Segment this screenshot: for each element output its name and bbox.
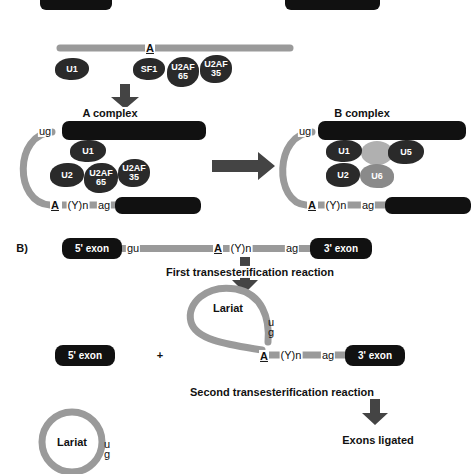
node-text: U2AF 35 — [200, 60, 232, 78]
figure-label: A — [145, 42, 155, 54]
figure-label: ag — [321, 349, 335, 361]
node-text: 5' exon — [74, 243, 110, 254]
node-text: U2AF 35 — [118, 164, 150, 182]
figure-label: Lariat — [56, 436, 88, 448]
snrnp-blob: U2AF 65 — [167, 57, 199, 87]
node-text: SF1 — [140, 65, 159, 74]
figure-label: B) — [15, 242, 29, 254]
figure-label: ag — [361, 199, 375, 211]
figure-label: ug — [298, 125, 312, 137]
snrnp-blob: U2 — [326, 163, 360, 187]
snrnp-blob: U2AF 35 — [118, 159, 150, 187]
node-text: 3' exon — [323, 243, 359, 254]
figure-label: ag — [285, 242, 299, 254]
intron-loop — [23, 132, 52, 205]
exon-box: 5' exon — [55, 345, 115, 366]
figure-label: A complex — [81, 107, 138, 119]
snrnp-blob: U1 — [70, 140, 106, 162]
node-text: U1 — [337, 147, 351, 156]
exon-box: 5' exon — [62, 238, 122, 259]
lariat-loop — [42, 412, 102, 472]
node-text: U2 — [336, 171, 350, 180]
figure-label: ug — [100, 438, 114, 458]
snrnp-blob: U2AF 35 — [200, 55, 232, 83]
figure-label: (Y)n — [280, 349, 303, 361]
figure-label: A — [307, 199, 317, 211]
node-text: U5 — [399, 148, 413, 157]
snrnp-blob: U2AF 65 — [84, 163, 118, 193]
node-text: U2 — [60, 171, 74, 180]
step-arrow — [111, 84, 139, 109]
step-arrow — [212, 152, 275, 180]
figure-label: ug — [38, 125, 52, 137]
node-text: 3' exon — [357, 350, 393, 361]
exon-bar — [318, 121, 466, 140]
figure-label: gu — [126, 242, 140, 254]
intron-line — [60, 45, 290, 52]
snrnp-blob: U6 — [360, 164, 394, 188]
figure-label: (Y)n — [67, 199, 90, 211]
figure-label: A — [50, 199, 60, 211]
figure-label: B complex — [333, 107, 391, 119]
figure-label: Second transesterification reaction — [189, 386, 375, 398]
exon-bar — [40, 0, 112, 10]
figure-label: A — [213, 242, 223, 254]
figure-label: (Y)n — [230, 242, 253, 254]
node-text: U1 — [65, 65, 79, 74]
snrnp-blob: SF1 — [133, 58, 165, 80]
figure-label: + — [156, 349, 164, 361]
node-text: U1 — [81, 147, 95, 156]
snrnp-blob: U1 — [326, 140, 362, 162]
snrnp-blob: U5 — [388, 140, 424, 164]
exon-bar — [285, 0, 380, 10]
exon-box: 3' exon — [310, 238, 372, 259]
intron-loop — [283, 132, 312, 205]
figure-label: (Y)n — [325, 199, 348, 211]
exon-box: 3' exon — [345, 345, 405, 366]
figure-label: ag — [97, 199, 111, 211]
figure-label: Lariat — [212, 302, 244, 314]
exon-bar — [385, 197, 471, 214]
node-text: U2AF 65 — [167, 63, 199, 81]
snrnp-blob: U1 — [55, 58, 89, 80]
figure-label: Exons ligated — [341, 434, 415, 446]
figure-label: A — [259, 350, 269, 362]
exon-bar — [115, 197, 201, 214]
node-text: U2AF 65 — [84, 169, 118, 187]
snrnp-blob: U2 — [50, 163, 84, 187]
node-text: 5' exon — [67, 350, 103, 361]
exon-bar — [62, 121, 206, 140]
step-arrow — [362, 399, 388, 425]
figure-label: First transesterification reaction — [165, 266, 335, 278]
lariat-loop — [190, 288, 268, 350]
figure-label: ug — [264, 316, 278, 336]
node-text: U6 — [370, 172, 384, 181]
